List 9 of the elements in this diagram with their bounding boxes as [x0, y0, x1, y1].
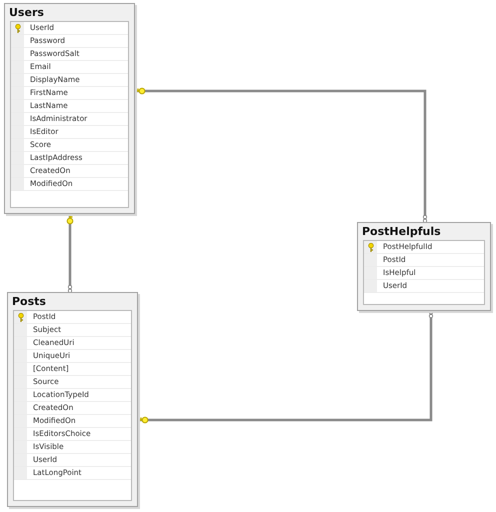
table-box	[357, 222, 491, 311]
relationship-line	[137, 310, 434, 424]
table-name: Posts	[12, 295, 46, 308]
table-name: PostHelpfuls	[362, 225, 441, 238]
relationship-line	[134, 88, 428, 223]
relationship-line	[66, 213, 74, 293]
table-box	[7, 292, 138, 507]
table-box	[4, 3, 135, 214]
table-name: Users	[9, 6, 44, 19]
